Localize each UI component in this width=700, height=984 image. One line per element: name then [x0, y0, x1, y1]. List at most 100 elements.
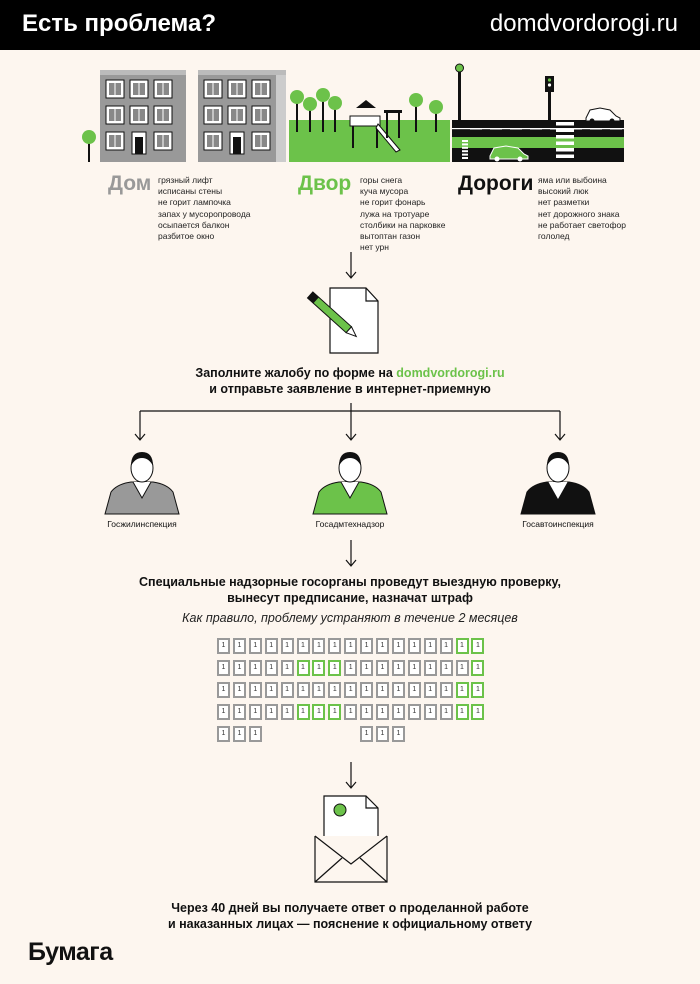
calendar-day: 1: [376, 704, 389, 720]
issue-item: запах у мусоропровода: [158, 208, 251, 219]
calendar-day: 1: [439, 704, 453, 720]
issue-item: исписаны стены: [158, 186, 223, 197]
issue-item: осыпается балкон: [158, 219, 230, 230]
calendar-day: 1: [296, 638, 310, 654]
calendar-day: 1: [264, 682, 278, 698]
calendar-day: 1: [376, 682, 389, 698]
windows: [105, 79, 271, 155]
issue-item: не работает светофор: [538, 219, 626, 230]
calendar-day: 1: [217, 726, 230, 742]
calendar-day: 1: [391, 682, 405, 698]
calendar-day: 1: [423, 638, 437, 654]
brand-logo: Бумага: [28, 938, 113, 966]
calendar-day: 1: [439, 638, 453, 654]
calendar-day: 1: [248, 726, 262, 742]
calendar-day: 1: [232, 638, 246, 654]
issue-item: куча мусора: [360, 186, 409, 197]
calendar-day: 1: [423, 682, 437, 698]
calendar-day: 1: [391, 638, 405, 654]
agency-label: Госадмтехнадзор: [315, 519, 385, 529]
calendar-day: 1: [248, 704, 262, 720]
calendar-day: 1: [439, 682, 453, 698]
issue-item: нет дорожного знака: [538, 208, 620, 219]
calendar-day: 1: [360, 638, 374, 654]
calendar-day: 1: [471, 682, 485, 698]
calendar-day: 1: [217, 660, 230, 676]
calendar-day: 1: [217, 638, 230, 654]
tree-icon: [82, 130, 96, 162]
yard-trees: [290, 88, 443, 132]
calendar-day: 1: [328, 638, 342, 654]
issue-item: нет разметки: [538, 197, 590, 208]
arrow-down-icon: [345, 762, 357, 789]
category-yard-title: Двор: [298, 172, 352, 195]
calendar-day: 1: [296, 704, 310, 720]
calendar-day: 1: [232, 660, 246, 676]
calendar-day: 1: [264, 660, 278, 676]
issue-item: не горит лампочка: [158, 197, 231, 208]
calendar-day: 1: [360, 726, 374, 742]
calendar-day: 1: [264, 704, 278, 720]
calendar-day: 1: [376, 660, 389, 676]
calendar-day: 1: [264, 638, 278, 654]
issue-item: высокий люк: [538, 186, 589, 197]
calendar-day: 1: [471, 660, 485, 676]
step2-text: Специальные надзорные госорганы проведут…: [139, 575, 561, 605]
calendar-day: 1: [312, 682, 326, 698]
yard-ground: [289, 120, 450, 162]
calendar-day: 1: [391, 660, 405, 676]
issue-item: яма или выбоина: [538, 175, 607, 185]
step3-text: Через 40 дней вы получаете ответ о проде…: [167, 901, 533, 931]
playground-icon: [349, 100, 402, 153]
calendar-day: 1: [232, 704, 246, 720]
branch-arrows: [134, 403, 566, 441]
calendar-day: 1: [217, 704, 230, 720]
step1-link[interactable]: domdvordorogi.ru: [396, 366, 505, 380]
calendar-day: 1: [280, 704, 294, 720]
issue-item: столбики на парковке: [360, 219, 446, 230]
street-lamp-icon: [455, 63, 464, 125]
calendar-day: 1: [344, 660, 358, 676]
agency-label: Госавтоинспекция: [522, 519, 594, 529]
site-url[interactable]: domdvordorogi.ru: [489, 10, 678, 37]
issue-item: не горит фонарь: [360, 197, 426, 208]
arrow-down-icon: [345, 540, 357, 567]
car-icon: [585, 107, 621, 124]
calendar-day: 1: [280, 638, 294, 654]
inspector-person-icon: [520, 452, 596, 515]
page-title: Есть проблема?: [22, 10, 216, 37]
calendar-day: 1: [471, 704, 485, 720]
calendar-day: 1: [360, 682, 374, 698]
calendar-day: 1: [280, 660, 294, 676]
inspector-person-icon: [312, 452, 388, 515]
header-bar: Есть проблема? domdvordorogi.ru: [0, 0, 700, 50]
issue-item: лужа на тротуаре: [360, 208, 430, 219]
envelope-icon: [314, 795, 388, 883]
calendar-day: 1: [296, 660, 310, 676]
calendar-day: 1: [248, 660, 262, 676]
calendar-day: 1: [471, 638, 485, 654]
calendar-day: 1: [248, 682, 262, 698]
calendar-day: 1: [232, 682, 246, 698]
calendar-day: 1: [407, 704, 421, 720]
category-house-title: Дом: [108, 172, 152, 195]
category-roads-title: Дороги: [458, 172, 534, 195]
traffic-light-icon: [545, 76, 554, 122]
issue-item: нет урн: [360, 242, 389, 253]
inspector-person-icon: [104, 452, 180, 515]
calendar-day: 1: [391, 704, 405, 720]
calendar-day: 1: [360, 704, 374, 720]
calendar-day: 1: [312, 638, 326, 654]
calendar-day: 1: [376, 726, 389, 742]
arrow-down-icon: [345, 252, 357, 279]
calendar-day: 1: [423, 704, 437, 720]
issue-item: грязный лифт: [158, 175, 213, 185]
agency-label: Госжилинспекция: [107, 519, 177, 529]
calendar-day: 1: [455, 704, 469, 720]
calendar-day: 1: [232, 726, 246, 742]
document-pen-icon: [306, 287, 379, 354]
calendar-day: 1: [296, 682, 310, 698]
